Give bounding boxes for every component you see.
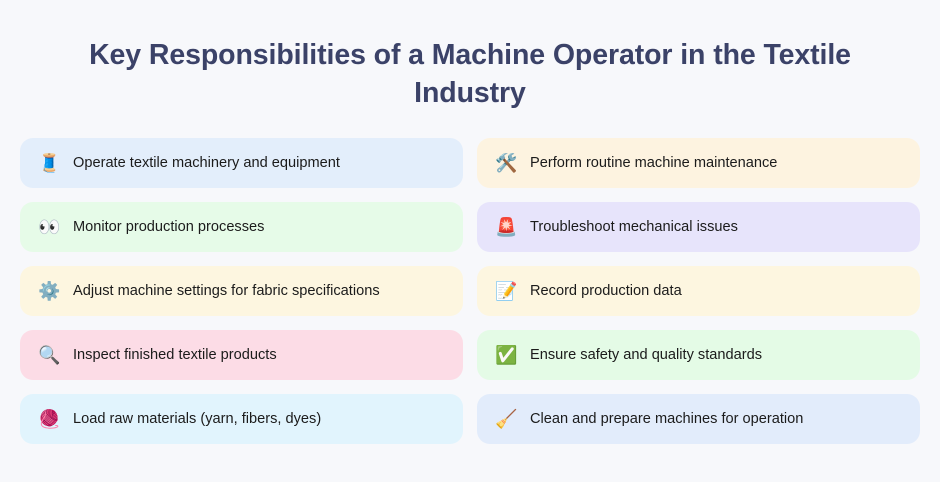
responsibility-label: Load raw materials (yarn, fibers, dyes): [73, 411, 322, 427]
magnifying-glass-icon: 🔍: [38, 345, 61, 365]
responsibility-card[interactable]: 📝 Record production data: [477, 266, 920, 316]
responsibility-card[interactable]: 👀 Monitor production processes: [20, 202, 463, 252]
gear-icon: ⚙️: [38, 281, 61, 301]
responsibilities-columns: 🧵 Operate textile machinery and equipment…: [20, 138, 920, 444]
right-column: 🛠️ Perform routine machine maintenance 🚨 Tr…: [477, 138, 920, 444]
responsibility-card[interactable]: ⚙️ Adjust machine settings for fabric spe…: [20, 266, 463, 316]
responsibility-label: Troubleshoot mechanical issues: [530, 219, 738, 235]
responsibility-card[interactable]: 🚨 Troubleshoot mechanical issues: [477, 202, 920, 252]
thread-spool-icon: 🧵: [38, 153, 61, 173]
responsibility-label: Monitor production processes: [73, 219, 265, 235]
responsibility-label: Clean and prepare machines for operation: [530, 411, 804, 427]
responsibility-card[interactable]: 🧹 Clean and prepare machines for operatio…: [477, 394, 920, 444]
broom-icon: 🧹: [495, 409, 518, 429]
yarn-ball-icon: 🧶: [38, 409, 61, 429]
check-mark-button-icon: ✅: [495, 345, 518, 365]
responsibility-label: Ensure safety and quality standards: [530, 347, 763, 363]
hammer-and-wrench-icon: 🛠️: [495, 153, 518, 173]
responsibility-label: Inspect finished textile products: [73, 347, 277, 363]
memo-icon: 📝: [495, 281, 518, 301]
responsibility-card[interactable]: ✅ Ensure safety and quality standards: [477, 330, 920, 380]
responsibility-card[interactable]: 🧶 Load raw materials (yarn, fibers, dyes): [20, 394, 463, 444]
responsibility-card[interactable]: 🧵 Operate textile machinery and equipment: [20, 138, 463, 188]
responsibility-label: Record production data: [530, 283, 682, 299]
rotating-light-icon: 🚨: [495, 217, 518, 237]
responsibility-card[interactable]: 🔍 Inspect finished textile products: [20, 330, 463, 380]
responsibility-label: Operate textile machinery and equipment: [73, 155, 340, 171]
left-column: 🧵 Operate textile machinery and equipment…: [20, 138, 463, 444]
responsibility-label: Adjust machine settings for fabric speci…: [73, 283, 380, 299]
eyes-icon: 👀: [38, 217, 61, 237]
responsibility-card[interactable]: 🛠️ Perform routine machine maintenance: [477, 138, 920, 188]
page-title: Key Responsibilities of a Machine Operat…: [89, 39, 851, 109]
responsibility-label: Perform routine machine maintenance: [530, 155, 778, 171]
